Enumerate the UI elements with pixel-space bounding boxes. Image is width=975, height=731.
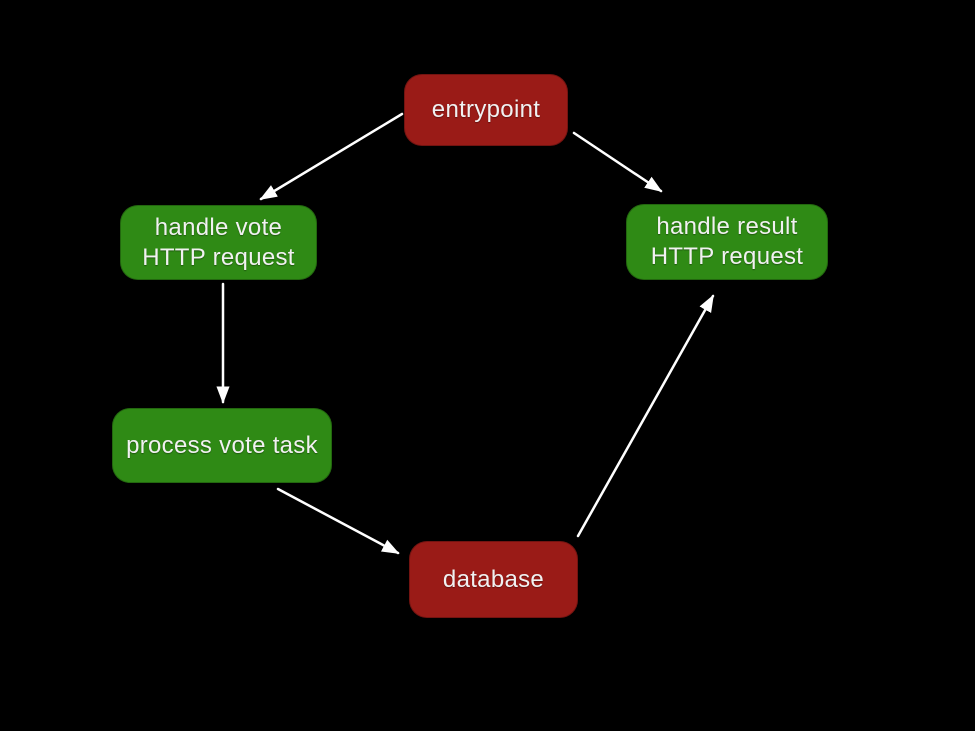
node-entrypoint: entrypoint — [404, 74, 568, 146]
edge-database-to-handle-result — [576, 294, 715, 538]
edge-entrypoint-to-handle-vote — [259, 112, 404, 201]
edge-entrypoint-to-handle-result — [572, 131, 663, 193]
node-process-vote-task: process vote task — [112, 408, 332, 483]
node-handle-vote-http-request: handle vote HTTP request — [120, 205, 317, 280]
edge-process-vote-to-database — [276, 487, 400, 555]
node-handle-result-http-request: handle result HTTP request — [626, 204, 828, 280]
node-database: database — [409, 541, 578, 618]
